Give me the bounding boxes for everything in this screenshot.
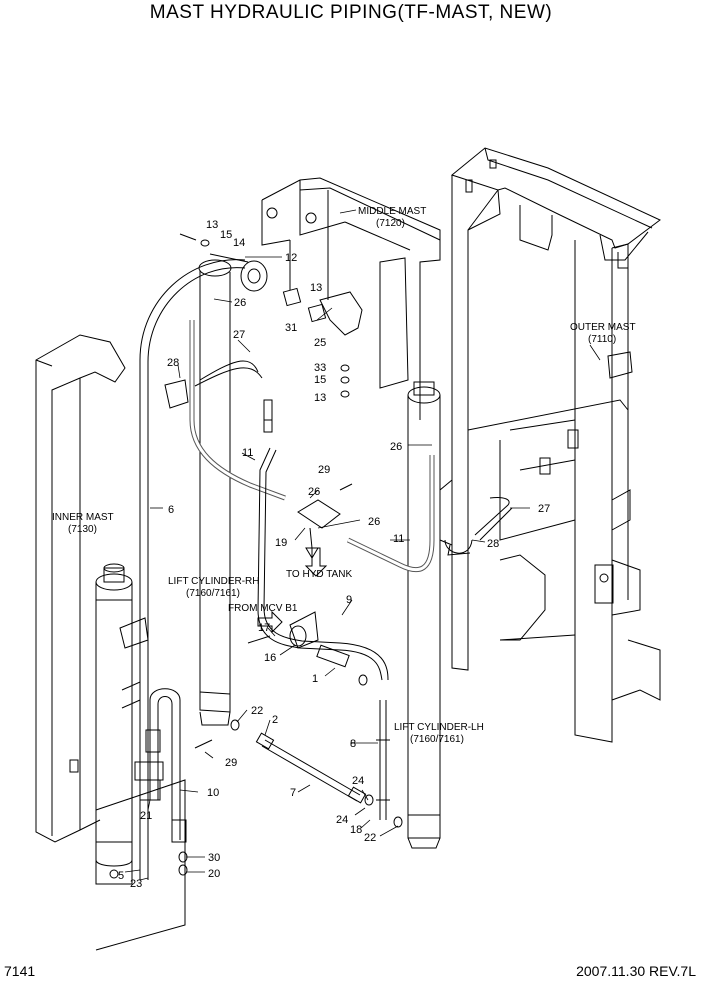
hose-10	[146, 689, 186, 842]
callout: 29	[318, 464, 330, 476]
callout: 30	[208, 852, 220, 864]
from-mcv-label: FROM MCV B1	[228, 603, 298, 614]
callout: 12	[285, 252, 297, 264]
callout: 26	[308, 486, 320, 498]
callout: 15	[220, 229, 232, 241]
callout: 25	[314, 337, 326, 349]
inner-mast-label: INNER MAST	[52, 512, 114, 523]
lift-cylinder-rh	[199, 260, 231, 725]
callout-numbers: 13 15 14 12 26 27 28 13 31 25 33 15 13 1…	[118, 219, 550, 890]
valve-16	[290, 612, 318, 648]
callout: 29	[225, 757, 237, 769]
hose-11-right	[348, 455, 432, 570]
callout: 31	[285, 322, 297, 334]
washers	[201, 240, 349, 397]
callout: 5	[118, 870, 124, 882]
revision-date: 2007.11.30 REV.7L	[576, 963, 696, 979]
callout: 11	[242, 447, 253, 459]
callout: 15	[314, 374, 326, 386]
callout: 27	[233, 329, 245, 341]
lift-cylinder-rh-code: (7160/7161)	[186, 588, 240, 599]
callout: 24	[336, 814, 348, 826]
inner-mast-frame	[36, 335, 185, 950]
hose-6	[140, 260, 245, 880]
callout: 13	[314, 392, 326, 404]
pipe-27-right	[475, 497, 512, 540]
inner-mast-code: (7130)	[68, 524, 97, 535]
middle-mast-label: MIDDLE MAST	[358, 206, 426, 217]
bolts	[180, 234, 352, 748]
clamp-28-left	[165, 380, 188, 408]
callout: 28	[167, 357, 179, 369]
to-hyd-tank-label: TO HYD TANK	[286, 569, 352, 580]
lift-cylinder-lh	[408, 382, 440, 848]
callout: 13	[206, 219, 218, 231]
callout: 18	[350, 824, 362, 836]
page-title: MAST HYDRAULIC PIPING(TF-MAST, NEW)	[149, 2, 553, 23]
callout: 24	[352, 775, 364, 787]
from-mcv-arrow	[258, 612, 282, 632]
hose-8	[376, 700, 390, 820]
callout: 22	[251, 705, 263, 717]
callout: 19	[275, 537, 287, 549]
callout: 11	[393, 533, 404, 545]
pipe-7	[256, 733, 365, 803]
callout: 22	[364, 832, 376, 844]
callout: 20	[208, 868, 220, 880]
chain-wheel	[210, 254, 267, 291]
assembly-labels: MIDDLE MAST (7120) OUTER MAST (7110) INN…	[52, 206, 636, 745]
o-rings	[179, 675, 402, 875]
outer-mast-frame	[440, 148, 660, 742]
callout: 6	[168, 504, 174, 516]
callout: 1	[312, 673, 318, 685]
lift-cylinder-lh-code: (7160/7161)	[410, 734, 464, 745]
callout: 26	[390, 441, 402, 453]
block-21	[135, 762, 163, 800]
callout: 8	[350, 738, 356, 750]
lift-cylinder-rh-label: LIFT CYLINDER-RH	[168, 576, 260, 587]
callout: 14	[233, 237, 245, 249]
fitting-1	[317, 645, 349, 667]
callout: 27	[538, 503, 550, 515]
spacers-13-31	[283, 288, 325, 321]
lift-cylinder-lh-inner	[96, 564, 132, 884]
page-number: 7141	[4, 963, 36, 979]
callout: 2	[272, 714, 278, 726]
lift-cylinder-lh-label: LIFT CYLINDER-LH	[394, 722, 484, 733]
callout: 23	[130, 878, 142, 890]
callout: 26	[234, 297, 246, 309]
callout: 16	[264, 652, 276, 664]
clamp-28-right	[445, 540, 472, 555]
callout: 7	[290, 787, 296, 799]
callout: 10	[207, 787, 219, 799]
pipe-27-left	[195, 361, 262, 386]
outer-mast-label: OUTER MAST	[570, 322, 636, 333]
outer-mast-code: (7110)	[588, 334, 616, 345]
callout: 21	[140, 810, 152, 822]
callout: 9	[346, 594, 352, 606]
middle-mast-frame	[262, 178, 440, 420]
callout: 13	[310, 282, 322, 294]
hose-11-left	[192, 320, 285, 498]
leader-lines	[125, 210, 600, 880]
middle-mast-code: (7120)	[376, 218, 405, 229]
pipe-9	[258, 400, 388, 680]
callout: 26	[368, 516, 380, 528]
block-25	[320, 292, 362, 335]
callout: 33	[314, 362, 326, 374]
to-hyd-tank-arrow	[306, 548, 326, 576]
callout: 28	[487, 538, 499, 550]
callout: 17	[258, 622, 270, 634]
